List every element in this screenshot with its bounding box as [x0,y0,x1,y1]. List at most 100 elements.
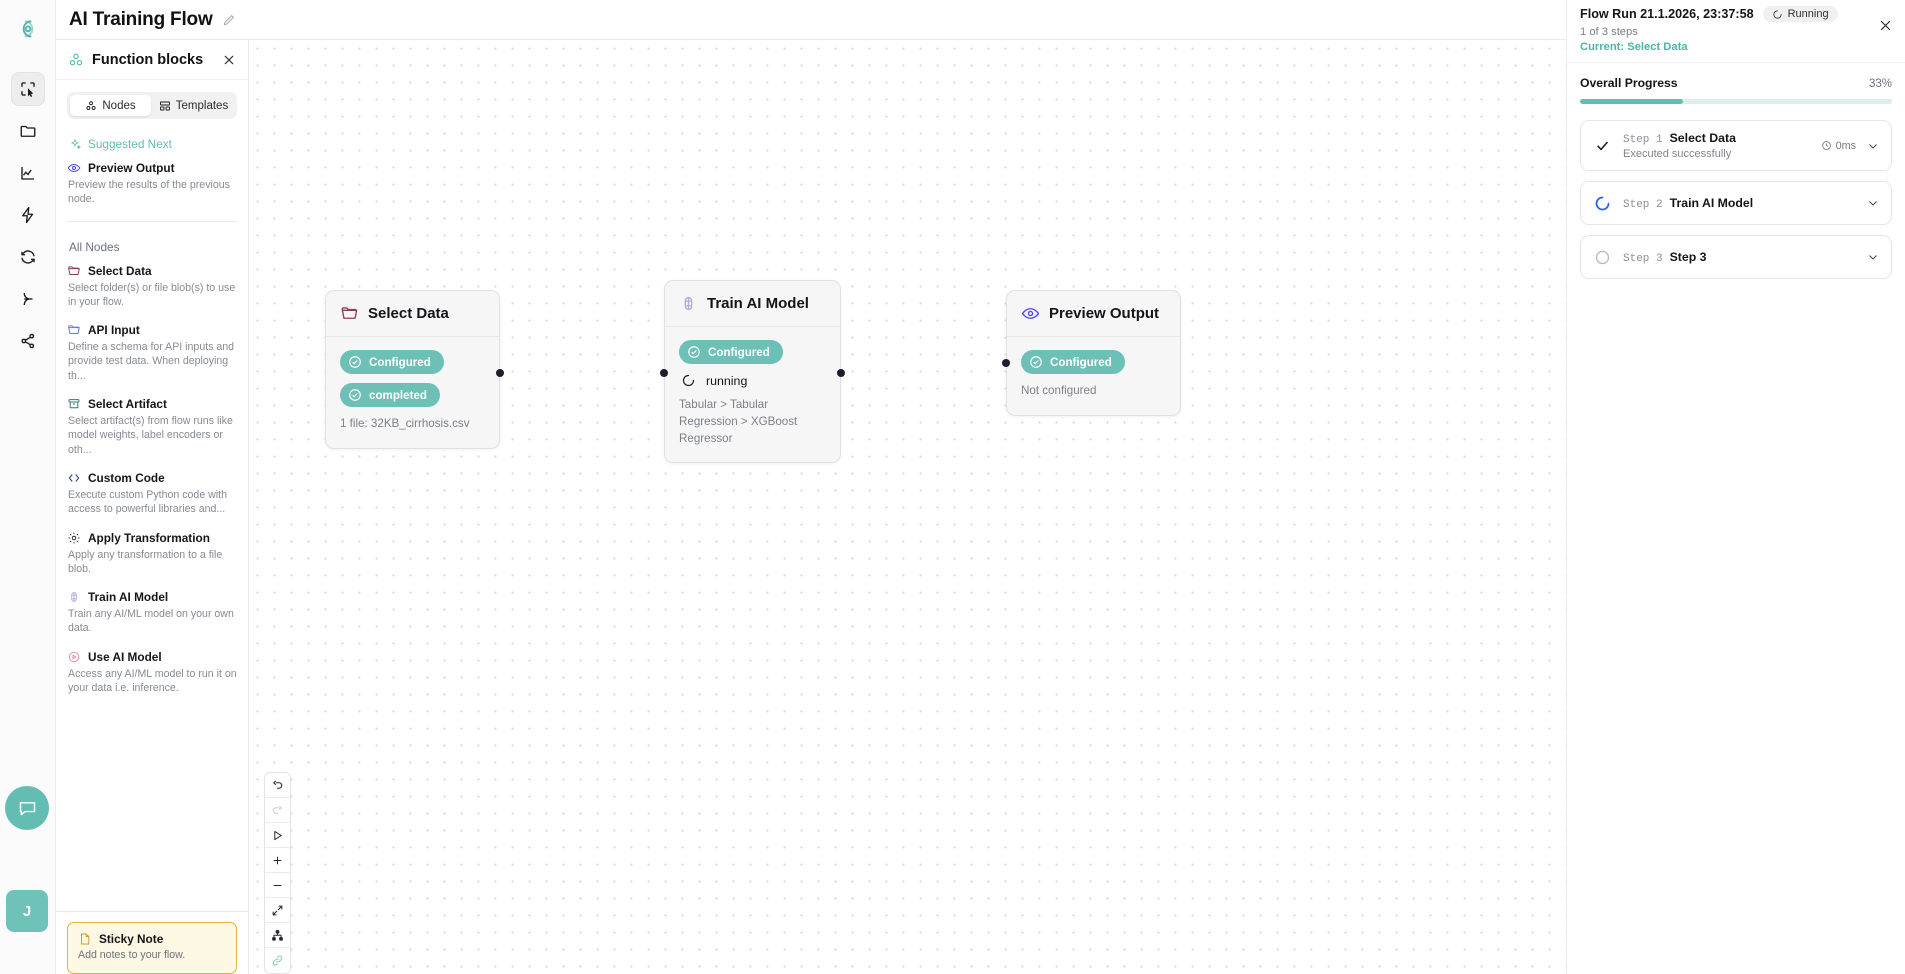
folder-open-icon [340,304,359,323]
node-item-apply-transformation[interactable]: Apply Transformation Apply any transform… [67,531,237,577]
top-bar: AI Training Flow [56,0,1566,40]
run-button[interactable] [265,823,290,848]
undo-button[interactable] [265,773,290,798]
run-step-2[interactable]: Step 2 Train AI Model [1580,181,1892,225]
check-circle-icon [688,346,700,358]
run-step-1[interactable]: Step 1 Select Data Executed successfully… [1580,120,1892,171]
tab-nodes-label: Nodes [102,99,136,112]
run-step-number: Step 2 [1623,198,1663,211]
canvas-toolbar [264,772,291,974]
node-item-name: Select Artifact [88,397,167,412]
run-title: Flow Run 21.1.2026, 23:37:58 [1580,7,1754,21]
progress-bar-track [1580,99,1892,104]
node-item-name: Preview Output [88,161,175,175]
checkmark-icon [1592,136,1612,156]
canvas-node-preview-output[interactable]: Preview Output Configured Not configured [1002,290,1181,416]
node-item-name: Select Data [88,263,152,278]
node-output-port[interactable] [496,369,504,377]
node-output-port[interactable] [837,369,845,377]
flow-canvas[interactable]: Select Data Configured [249,40,1566,974]
node-item-custom-code[interactable]: Custom Code Execute custom Python code w… [67,471,237,517]
workspace: Function blocks Nodes [56,40,1566,974]
lightning-bolt-icon [21,206,33,224]
redo-button[interactable] [265,798,290,823]
node-item-desc: Preview the results of the previous node… [68,179,230,206]
cursor-select-icon [20,82,35,98]
node-input-port[interactable] [1002,359,1010,367]
node-item-head: Preview Output [67,161,237,175]
fit-view-button[interactable] [265,898,290,923]
eye-icon [67,161,81,175]
link-mode-button[interactable] [265,948,290,973]
run-step-content: Step 3 Step 3 [1623,250,1855,265]
rail-item-cursor-select[interactable] [10,72,45,106]
progress-row: Overall Progress 33% [1580,76,1892,90]
rail-item-analytics[interactable] [11,156,45,190]
close-icon[interactable] [222,53,236,67]
node-item-sticky-note[interactable]: Sticky Note Add notes to your flow. [67,922,237,974]
node-list-scroll[interactable]: Suggested Next Preview Output Preview th… [56,119,248,911]
badge-label: completed [369,388,427,402]
brain-icon [67,590,81,604]
rail-item-folder[interactable] [11,114,45,148]
chevron-down-icon[interactable] [1866,196,1880,210]
close-icon[interactable] [1878,18,1893,33]
run-step-number: Step 3 [1623,252,1663,265]
node-header: Preview Output [1007,291,1180,337]
rail-item-share[interactable] [11,324,45,358]
node-item-preview-output[interactable]: Preview Output Preview the results of th… [67,161,237,207]
node-item-name: Use AI Model [88,649,162,664]
canvas-node-select-data[interactable]: Select Data Configured [325,290,504,449]
progress-label: Overall Progress [1580,76,1678,90]
auto-layout-button[interactable] [265,923,290,948]
chevron-down-icon[interactable] [1866,250,1880,264]
node-item-api-input[interactable]: API Input Define a schema for API inputs… [67,323,237,383]
avatar[interactable]: J [6,890,48,932]
zoom-in-button[interactable] [265,848,290,873]
rail-item-runs[interactable] [11,198,45,232]
node-item-select-data[interactable]: Select Data Select folder(s) or file blo… [67,264,237,310]
plus-icon [273,856,282,864]
node-item-select-artifact[interactable]: Select Artifact Select artifact(s) from … [67,397,237,457]
hierarchy-icon [272,929,283,941]
chat-support-button[interactable] [5,786,49,830]
divider [67,220,237,222]
node-item-head: Apply Transformation [67,531,237,545]
suggested-next-text: Suggested Next [88,137,172,151]
all-nodes-text: All Nodes [69,239,120,254]
node-input-port[interactable] [660,369,668,377]
run-step-number: Step 1 [1623,134,1663,146]
rail-item-flows[interactable] [11,282,45,316]
play-circle-icon [67,650,81,664]
chevron-down-icon[interactable] [1866,139,1880,153]
run-step-right [1866,196,1880,210]
node-item-use-ai-model[interactable]: Use AI Model Access any AI/ML model to r… [67,650,237,696]
status-badge-label: Running [1787,8,1829,20]
canvas-node-train-ai-model[interactable]: Train AI Model Configured [660,280,845,464]
tab-templates-label: Templates [175,99,229,112]
pencil-edit-icon[interactable] [222,13,236,27]
code-brackets-icon [67,471,81,485]
node-item-desc: Access any AI/ML model to run it on your… [68,667,237,695]
node-item-head: Use AI Model [67,650,237,664]
all-nodes-label: All Nodes [69,240,237,254]
sticky-note-head: Sticky Note [78,932,226,946]
zoom-out-button[interactable] [265,873,290,898]
run-step-subtitle: Executed successfully [1623,148,1732,160]
rail-item-sync[interactable] [11,240,45,274]
run-step-3[interactable]: Step 3 Step 3 [1580,235,1892,279]
node-item-desc: Select folder(s) or file blob(s) to use … [68,281,236,308]
tab-nodes[interactable]: Nodes [70,95,151,116]
tab-templates[interactable]: Templates [153,95,234,116]
run-step-name: Step 3 [1669,249,1707,264]
run-step-content: Step 2 Train AI Model [1623,196,1855,211]
node-item-train-ai-model[interactable]: Train AI Model Train any AI/ML model on … [67,590,237,636]
folder-open-icon [67,323,81,337]
node-item-desc: Train any AI/ML model on your own data. [68,608,234,635]
progress-value: 33% [1868,78,1892,90]
app-logo-icon[interactable] [8,10,48,50]
run-step-name: Train AI Model [1669,195,1754,210]
node-title: Select Data [368,305,449,322]
node-item-name: Train AI Model [88,590,169,605]
